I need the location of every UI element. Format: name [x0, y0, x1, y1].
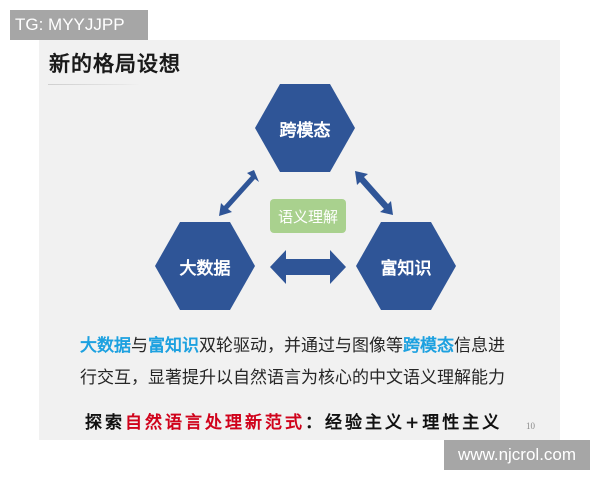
double-arrow-left-diagonal-icon — [219, 170, 259, 216]
highlight-big-data: 大数据 — [80, 336, 131, 356]
watermark-bottom-label: www.njcrol.com — [444, 440, 590, 470]
hexagon-cross-modal: 跨模态 — [255, 84, 355, 172]
text-segment: 与 — [131, 336, 148, 356]
hexagon-big-data: 大数据 — [155, 222, 255, 310]
tagline-prefix: 探索 — [85, 413, 125, 433]
slide-title: 新的格局设想 — [49, 52, 181, 76]
hexagon-rich-knowledge: 富知识 — [356, 222, 456, 310]
slide: 新的格局设想 跨模态 大数据 富知识 语义理解 大数据与富知识双轮驱动，并通过与… — [39, 40, 560, 440]
semantic-understanding-box: 语义理解 — [270, 199, 346, 233]
text-segment: 双轮驱动，并通过与图像等 — [199, 336, 403, 356]
text-segment: 信息进 — [454, 336, 505, 356]
description-line-1: 大数据与富知识双轮驱动，并通过与图像等跨模态信息进 — [80, 330, 550, 362]
page-number: 10 — [526, 421, 535, 431]
double-arrow-horizontal-icon — [270, 250, 346, 284]
tagline-suffix: ：经验主义+理性主义 — [305, 413, 503, 433]
description-line-2: 行交互，显著提升以自然语言为核心的中文语义理解能力 — [80, 368, 505, 388]
watermark-top-label: TG: MYYJJPP — [10, 10, 148, 40]
double-arrow-right-diagonal-icon — [355, 171, 393, 215]
highlight-cross-modal: 跨模态 — [403, 336, 454, 356]
hexagon-label: 富知识 — [380, 258, 432, 279]
tagline: 探索自然语言处理新范式：经验主义+理性主义 — [85, 408, 502, 433]
hexagon-label: 跨模态 — [279, 120, 331, 141]
tagline-red-text: 自然语言处理新范式 — [125, 413, 305, 433]
title-divider — [48, 84, 140, 85]
center-label: 语义理解 — [277, 207, 338, 226]
description-text: 大数据与富知识双轮驱动，并通过与图像等跨模态信息进 行交互，显著提升以自然语言为… — [80, 330, 550, 394]
hexagon-label: 大数据 — [179, 258, 231, 279]
highlight-rich-knowledge: 富知识 — [148, 336, 199, 356]
